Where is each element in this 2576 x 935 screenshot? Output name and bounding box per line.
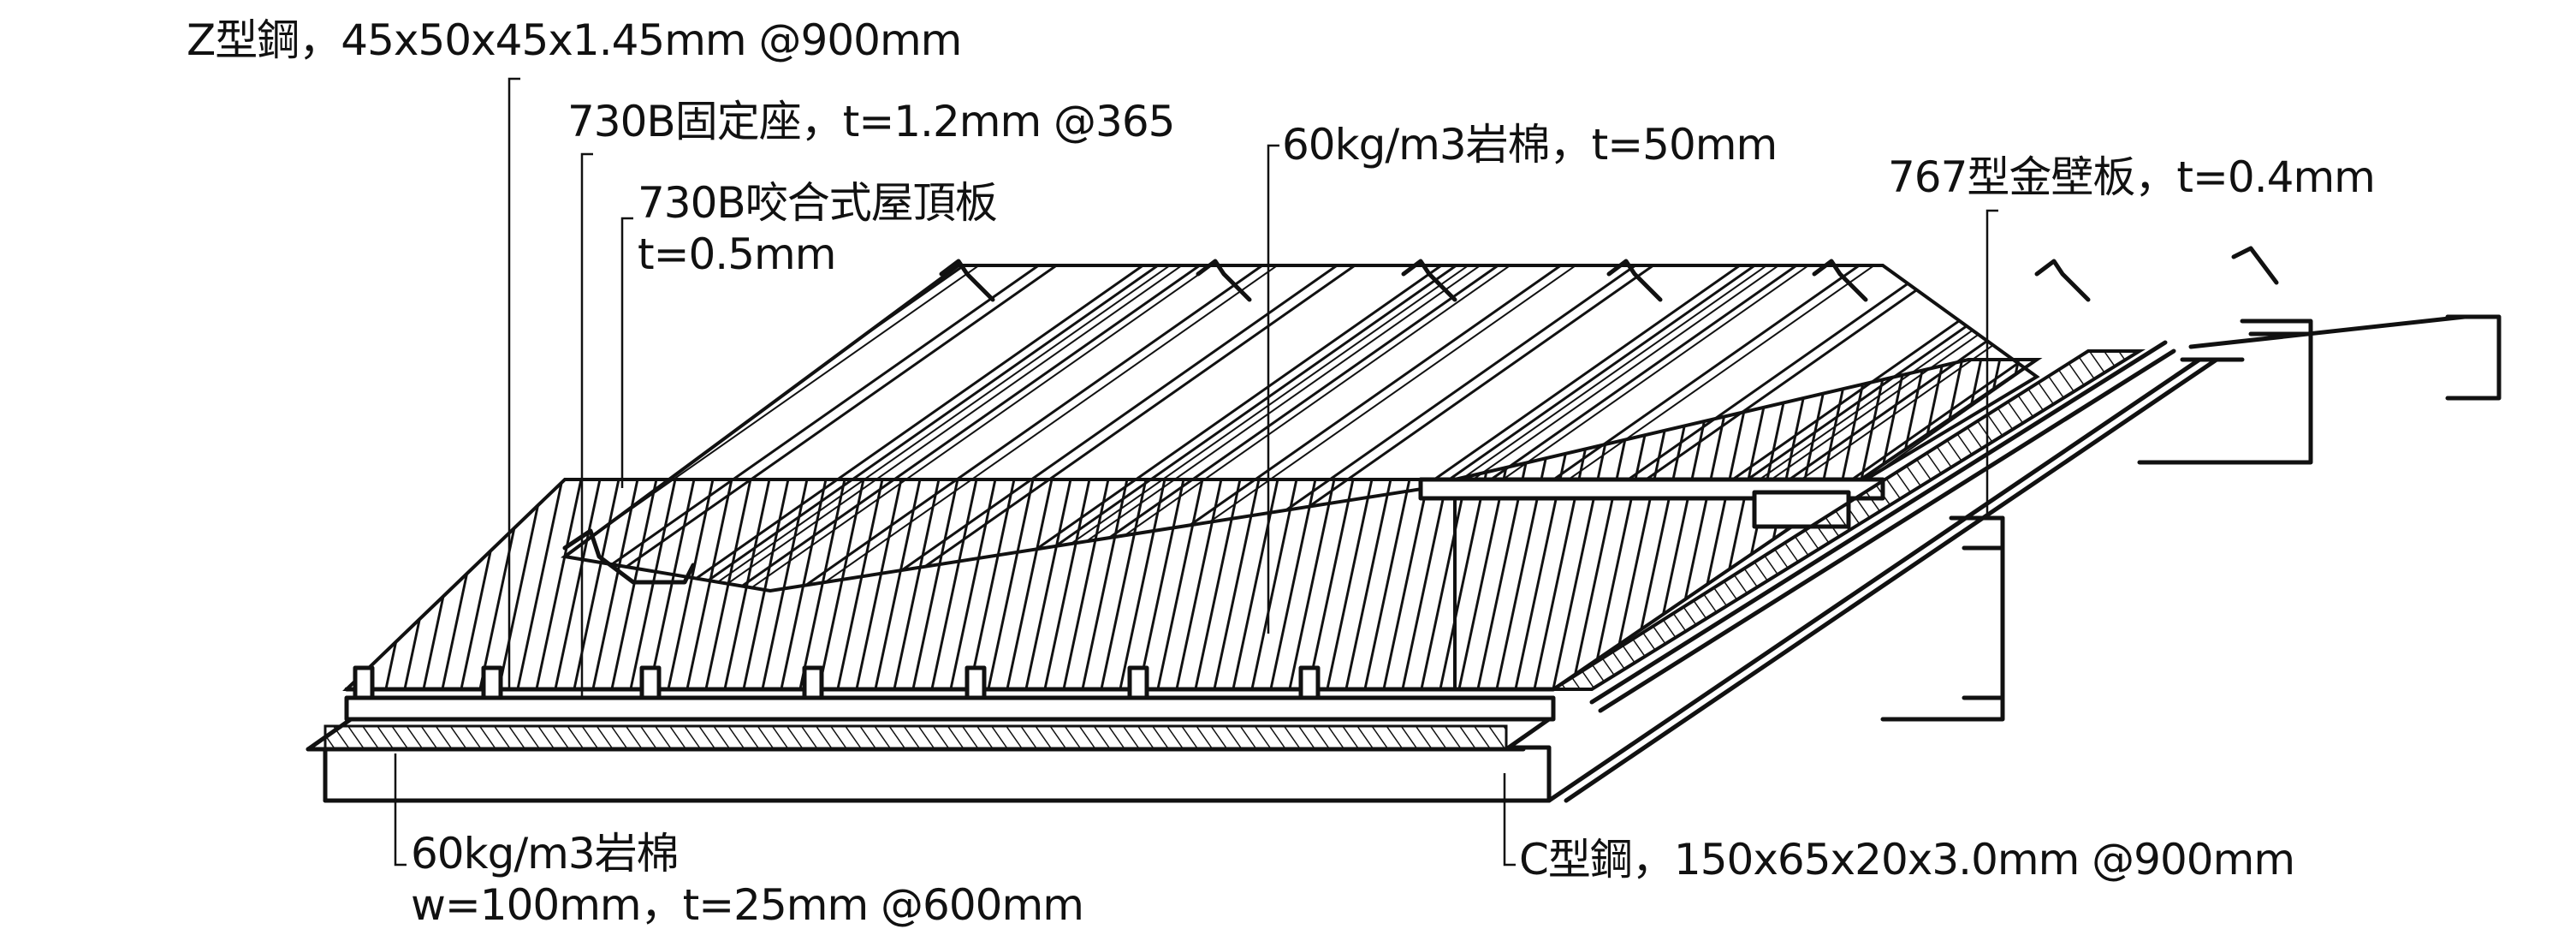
c-purlin-right bbox=[1546, 314, 2502, 803]
clips bbox=[353, 665, 1321, 700]
label-wall-panel: 767型金壁板，t=0.4mm bbox=[1888, 152, 2376, 202]
label-roof-panel-line2: t=0.5mm bbox=[638, 229, 836, 279]
label-z-purlin: Z型鋼，45x50x45x1.45mm @900mm bbox=[187, 15, 962, 65]
leader-lines bbox=[394, 77, 1998, 867]
wall-panel bbox=[1547, 340, 2176, 713]
label-roof-panel-line1: 730B咬合式屋頂板 bbox=[638, 178, 998, 228]
label-clip: 730B固定座，t=1.2mm @365 bbox=[567, 97, 1175, 146]
label-rockwool-top: 60kg/m3岩棉，t=50mm bbox=[1282, 120, 1778, 170]
label-rockwool-strip-line1: 60kg/m3岩棉 bbox=[411, 829, 680, 878]
z-purlin-front bbox=[344, 687, 1556, 722]
label-rockwool-strip-line2: w=100mm，t=25mm @600mm bbox=[411, 880, 1084, 930]
label-c-purlin: C型鋼，150x65x20x3.0mm @900mm bbox=[1519, 835, 2295, 884]
